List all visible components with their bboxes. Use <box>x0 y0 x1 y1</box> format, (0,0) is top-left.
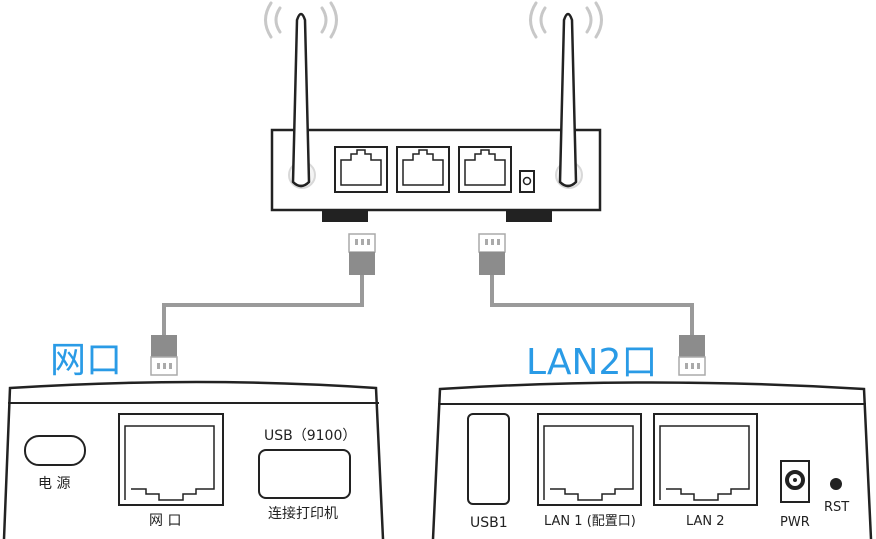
rj45-connector <box>348 233 376 275</box>
lan1-port[interactable] <box>537 413 642 506</box>
wifi-signal-icon <box>529 1 603 39</box>
usb1-port[interactable] <box>467 413 510 505</box>
lan2-label: LAN 2 <box>686 514 725 529</box>
usb1-label: USB1 <box>470 515 508 531</box>
router-foot <box>322 210 368 222</box>
antenna <box>558 12 578 188</box>
router-port-1[interactable] <box>334 146 388 193</box>
router-power-jack[interactable] <box>519 170 535 193</box>
cable-left <box>162 275 364 335</box>
router-port-3[interactable] <box>458 146 512 193</box>
antenna <box>291 12 311 188</box>
cable-right <box>490 275 694 335</box>
left-lan-port[interactable] <box>118 413 224 506</box>
right-device: USB1 LAN 1 (配置口) LAN 2 PWR RST <box>431 381 873 539</box>
rj45-connector <box>678 335 706 376</box>
lan1-label: LAN 1 (配置口) <box>544 514 636 529</box>
wifi-signal-icon <box>264 1 338 39</box>
router-port-2[interactable] <box>396 146 450 193</box>
router-foot <box>506 210 552 222</box>
usb-caption: 连接打印机 <box>268 505 338 522</box>
power-label: 电 源 <box>38 476 70 492</box>
left-device: 电 源 网 口 USB（9100） 连接打印机 <box>2 380 385 539</box>
right-callout-title: LAN2口 <box>526 342 657 383</box>
left-callout-title: 网口 <box>50 340 122 381</box>
router <box>264 1 603 222</box>
left-lan-label: 网 口 <box>149 513 181 529</box>
rj45-connector <box>478 233 506 275</box>
usb-port[interactable] <box>258 449 351 499</box>
rst-button[interactable] <box>830 478 842 490</box>
pwr-jack[interactable] <box>780 460 810 503</box>
pwr-label: PWR <box>780 515 810 530</box>
rst-label: RST <box>824 500 849 515</box>
power-port[interactable] <box>24 435 86 466</box>
rj45-connector <box>150 335 178 376</box>
lan2-port[interactable] <box>653 413 758 506</box>
usb-header: USB（9100） <box>264 428 356 444</box>
